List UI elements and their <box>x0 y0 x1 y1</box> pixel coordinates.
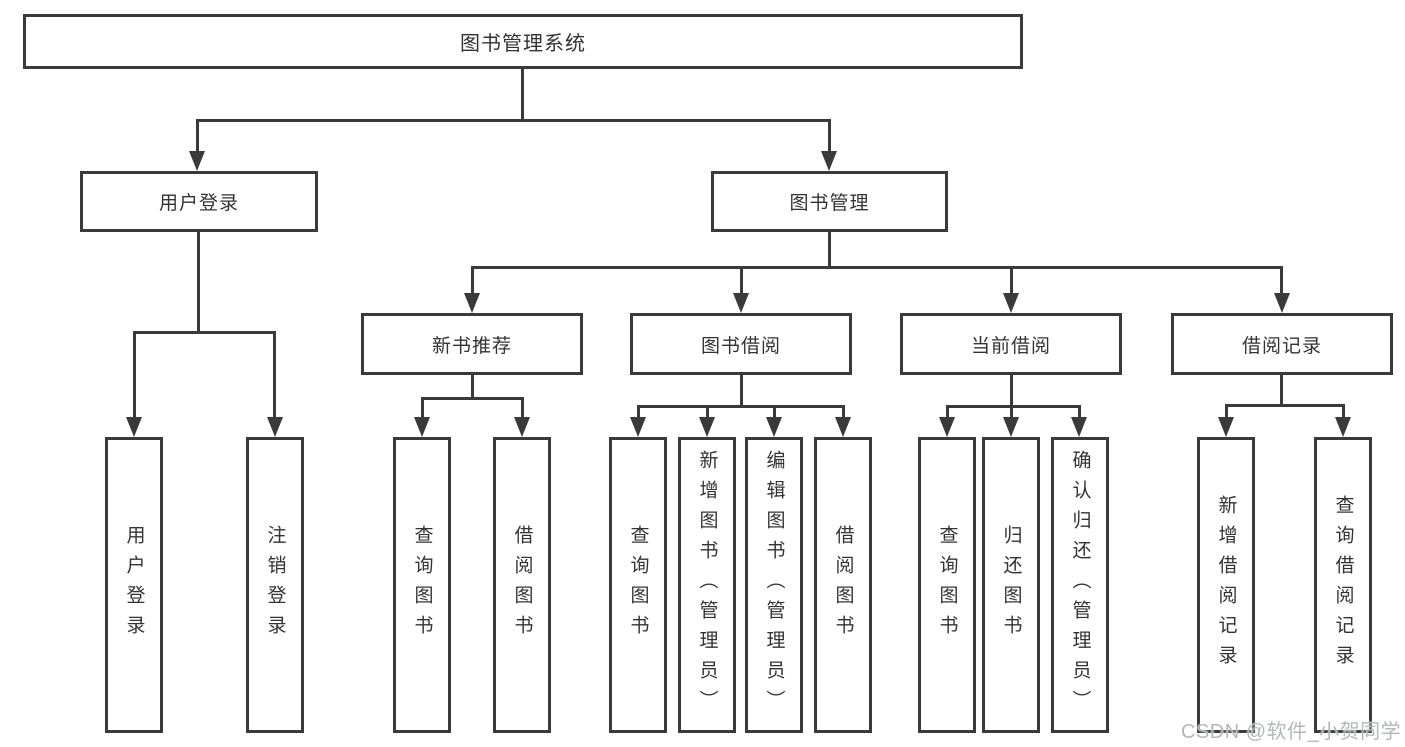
connector-line <box>740 375 743 408</box>
arrow-down-icon <box>939 417 955 437</box>
connector-line <box>196 119 831 122</box>
connector-line <box>471 375 474 399</box>
arrow-down-icon <box>514 417 530 437</box>
connector-line <box>1010 405 1013 418</box>
node-user-login: 用户登录 <box>80 171 318 232</box>
leaf-query-books-3-label: 查询图书 <box>936 525 958 645</box>
connector-line <box>828 119 831 152</box>
arrow-down-icon <box>414 417 430 437</box>
connector-line <box>197 232 200 333</box>
connector-line <box>1010 375 1013 408</box>
arrow-down-icon <box>126 417 142 437</box>
leaf-confirm-return-admin-label: 确认归还（管理员） <box>1069 450 1091 720</box>
leaf-confirm-return-admin: 确认归还（管理员） <box>1051 437 1109 733</box>
node-book-management-label: 图书管理 <box>789 193 870 214</box>
leaf-query-books-2-label: 查询图书 <box>627 525 649 645</box>
node-library-system-label: 图书管理系统 <box>460 33 586 55</box>
watermark: CSDN @软件_小贺同学 <box>1181 721 1402 743</box>
node-new-book-recommendation: 新书推荐 <box>361 313 583 375</box>
node-book-borrowing-label: 图书借阅 <box>700 335 781 357</box>
arrow-down-icon <box>630 417 646 437</box>
arrow-down-icon <box>1071 417 1087 437</box>
leaf-user-login: 用户登录 <box>105 437 163 733</box>
arrow-down-icon <box>1003 417 1019 437</box>
connector-line <box>637 405 844 408</box>
arrow-down-icon <box>1218 417 1234 437</box>
arrow-down-icon <box>189 151 205 171</box>
connector-line <box>421 397 524 400</box>
connector-line <box>637 405 640 418</box>
arrow-down-icon <box>1274 293 1290 313</box>
leaf-add-book-admin: 新增图书（管理员） <box>678 437 736 733</box>
arrow-down-icon <box>835 417 851 437</box>
connector-line <box>1225 404 1228 418</box>
connector-line <box>740 266 743 293</box>
node-book-borrowing: 图书借阅 <box>630 313 852 375</box>
node-user-login-label: 用户登录 <box>158 193 239 214</box>
connector-line <box>1280 266 1283 293</box>
connector-line <box>1280 375 1283 406</box>
arrow-down-icon <box>766 417 782 437</box>
node-book-management: 图书管理 <box>711 171 948 232</box>
leaf-query-borrow-record: 查询借阅记录 <box>1314 437 1372 733</box>
leaf-logout: 注销登录 <box>246 437 304 733</box>
connector-line <box>706 405 709 418</box>
node-borrowing-records: 借阅记录 <box>1171 313 1393 375</box>
leaf-query-books-1: 查询图书 <box>393 437 451 733</box>
connector-line <box>421 397 424 418</box>
node-library-system: 图书管理系统 <box>23 14 1023 69</box>
node-borrowing-records-label: 借阅记录 <box>1241 335 1322 357</box>
connector-line <box>1342 404 1345 418</box>
connector-line <box>273 331 276 418</box>
arrow-down-icon <box>464 293 480 313</box>
arrow-down-icon <box>267 417 283 437</box>
connector-line <box>196 119 199 152</box>
connector-line <box>521 397 524 418</box>
connector-line <box>828 232 831 268</box>
connector-line <box>1010 266 1013 293</box>
leaf-logout-label: 注销登录 <box>264 525 286 645</box>
leaf-user-login-label: 用户登录 <box>123 525 145 645</box>
connector-line <box>946 405 1081 408</box>
connector-line <box>133 331 276 334</box>
leaf-borrow-books-1-label: 借阅图书 <box>511 525 533 645</box>
arrow-down-icon <box>1003 293 1019 313</box>
connector-line <box>773 405 776 418</box>
leaf-query-borrow-record-label: 查询借阅记录 <box>1332 495 1354 675</box>
connector-line <box>471 266 474 293</box>
connector-line <box>1078 405 1081 418</box>
leaf-return-book: 归还图书 <box>982 437 1040 733</box>
arrow-down-icon <box>699 417 715 437</box>
node-current-borrowing-label: 当前借阅 <box>970 335 1051 357</box>
leaf-add-book-admin-label: 新增图书（管理员） <box>696 450 718 720</box>
leaf-query-books-2: 查询图书 <box>609 437 667 733</box>
leaf-add-borrow-record-label: 新增借阅记录 <box>1215 495 1237 675</box>
connector-line <box>842 405 845 418</box>
connector-line <box>1225 404 1345 407</box>
arrow-down-icon <box>733 293 749 313</box>
node-new-book-recommendation-label: 新书推荐 <box>431 335 512 357</box>
connector-line <box>471 266 1282 269</box>
leaf-query-books-3: 查询图书 <box>918 437 976 733</box>
leaf-edit-book-admin: 编辑图书（管理员） <box>745 437 803 733</box>
connector-line <box>946 405 949 418</box>
leaf-borrow-books-2-label: 借阅图书 <box>832 525 854 645</box>
leaf-query-books-1-label: 查询图书 <box>411 525 433 645</box>
leaf-return-book-label: 归还图书 <box>1000 525 1022 645</box>
leaf-borrow-books-2: 借阅图书 <box>814 437 872 733</box>
arrow-down-icon <box>821 151 837 171</box>
arrow-down-icon <box>1335 417 1351 437</box>
leaf-add-borrow-record: 新增借阅记录 <box>1197 437 1255 733</box>
leaf-borrow-books-1: 借阅图书 <box>493 437 551 733</box>
connector-line <box>521 69 524 120</box>
leaf-edit-book-admin-label: 编辑图书（管理员） <box>763 450 785 720</box>
node-current-borrowing: 当前借阅 <box>900 313 1122 375</box>
connector-line <box>133 331 136 418</box>
